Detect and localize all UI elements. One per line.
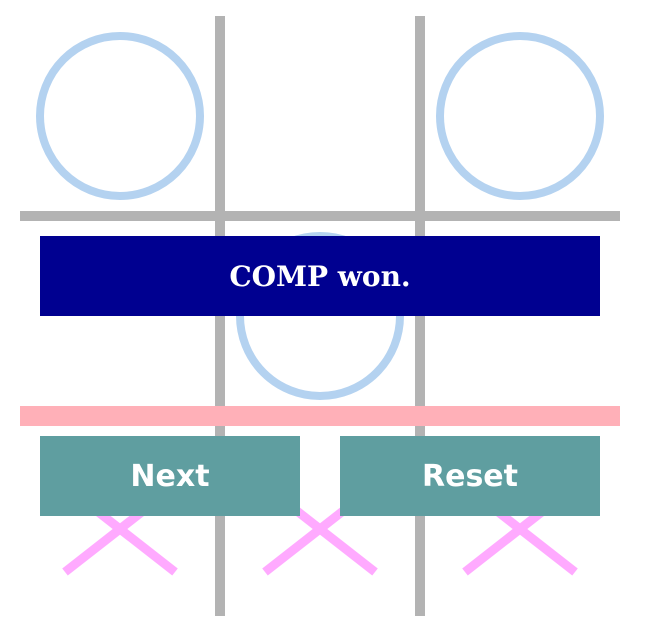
status-banner: COMP won.: [40, 236, 600, 316]
next-button[interactable]: Next: [40, 436, 300, 516]
win-line: [20, 406, 620, 426]
reset-button-label: Reset: [422, 458, 518, 494]
o-mark: [436, 32, 604, 200]
win-line-layer: [20, 406, 620, 426]
status-message: COMP won.: [229, 259, 411, 293]
o-mark: [36, 32, 204, 200]
reset-button[interactable]: Reset: [340, 436, 600, 516]
next-button-label: Next: [130, 458, 210, 494]
